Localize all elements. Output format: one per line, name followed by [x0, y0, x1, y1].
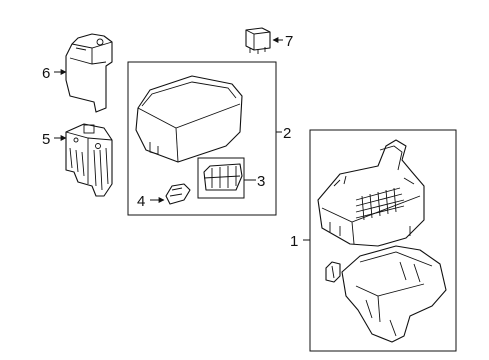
- part-4-fuse-puller: [165, 183, 191, 205]
- part-6-holder: [65, 33, 113, 113]
- callout-1: 1: [290, 233, 298, 250]
- part-3-fuses: [203, 163, 243, 191]
- callout-4: 4: [137, 193, 145, 210]
- group-frame-2: [127, 61, 277, 216]
- part-7-relay: [245, 27, 271, 54]
- callout-2: 2: [283, 125, 291, 142]
- part-2-cover: [135, 75, 243, 163]
- part-5-fuse-block: [65, 123, 113, 197]
- part-1-box-upper: [317, 139, 425, 247]
- part-3-frame: [197, 157, 245, 199]
- part-1-box-lower: [341, 245, 447, 343]
- callout-3: 3: [257, 173, 265, 190]
- callout-5: 5: [42, 131, 50, 148]
- callout-7: 7: [285, 33, 293, 50]
- part-1-clip: [325, 261, 341, 283]
- callout-6: 6: [42, 65, 50, 82]
